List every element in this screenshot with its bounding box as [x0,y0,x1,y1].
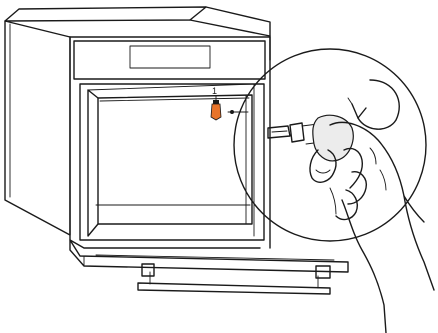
oven-lamp-icon [211,96,221,120]
callout-number: 1 [212,86,217,96]
oven-body [5,7,270,248]
rotate-arrow-icon [348,80,399,129]
oven-cavity [80,84,264,240]
control-panel [74,41,265,79]
magnified-detail [234,49,426,241]
callout-leader [228,110,248,114]
